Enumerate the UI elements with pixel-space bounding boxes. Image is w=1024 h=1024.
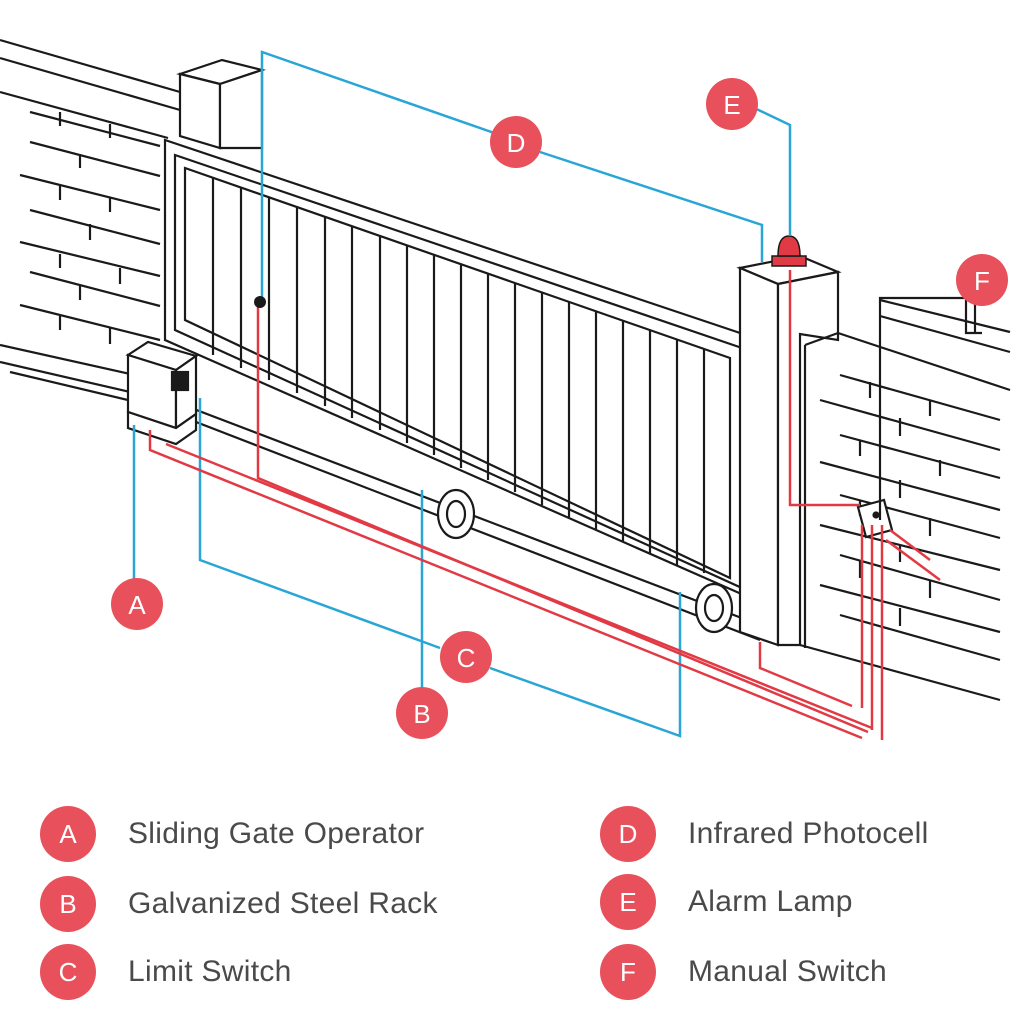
legend-label-c: Limit Switch — [128, 955, 292, 988]
legend-label-d: Infrared Photocell — [688, 817, 929, 850]
marker-a-letter: A — [128, 590, 146, 620]
legend-badge-f: F — [600, 944, 656, 1000]
gate-illustration: A B C D E F — [0, 38, 1011, 740]
marker-c-letter: C — [457, 643, 476, 673]
legend-item-c: C Limit Switch — [40, 944, 292, 1000]
marker-c: C — [440, 631, 492, 683]
marker-d-letter: D — [507, 128, 526, 158]
marker-e-letter: E — [723, 90, 740, 120]
legend-badge-e: E — [600, 874, 656, 930]
marker-e: E — [706, 78, 758, 130]
marker-f: F — [956, 254, 1008, 306]
marker-b-letter: B — [413, 699, 430, 729]
legend-item-f: F Manual Switch — [600, 944, 887, 1000]
photocell-sensor — [254, 296, 266, 308]
legend-label-e: Alarm Lamp — [688, 885, 853, 918]
legend: A Sliding Gate Operator B Galvanized Ste… — [0, 800, 1024, 1024]
legend-item-e: E Alarm Lamp — [600, 874, 853, 930]
left-wall — [0, 38, 181, 402]
legend-badge-b: B — [40, 876, 96, 932]
left-pillar — [176, 58, 266, 150]
marker-d: D — [490, 116, 542, 168]
legend-badge-d: D — [600, 806, 656, 862]
legend-label-b: Galvanized Steel Rack — [128, 887, 438, 920]
marker-f-letter: F — [974, 266, 990, 296]
signal-wiring — [132, 50, 982, 738]
legend-label-a: Sliding Gate Operator — [128, 817, 425, 850]
alarm-lamp — [771, 235, 807, 267]
marker-a: A — [111, 578, 163, 630]
right-wall — [799, 298, 1011, 702]
power-wiring — [148, 270, 941, 740]
legend-badge-a: A — [40, 806, 96, 862]
sliding-gate — [163, 138, 761, 642]
legend-item-b: B Galvanized Steel Rack — [40, 876, 438, 932]
gate-operator-unit — [125, 340, 199, 446]
legend-label-f: Manual Switch — [688, 955, 887, 988]
marker-b: B — [396, 687, 448, 739]
legend-item-a: A Sliding Gate Operator — [40, 806, 424, 862]
legend-badge-c: C — [40, 944, 96, 1000]
legend-item-d: D Infrared Photocell — [600, 806, 929, 862]
